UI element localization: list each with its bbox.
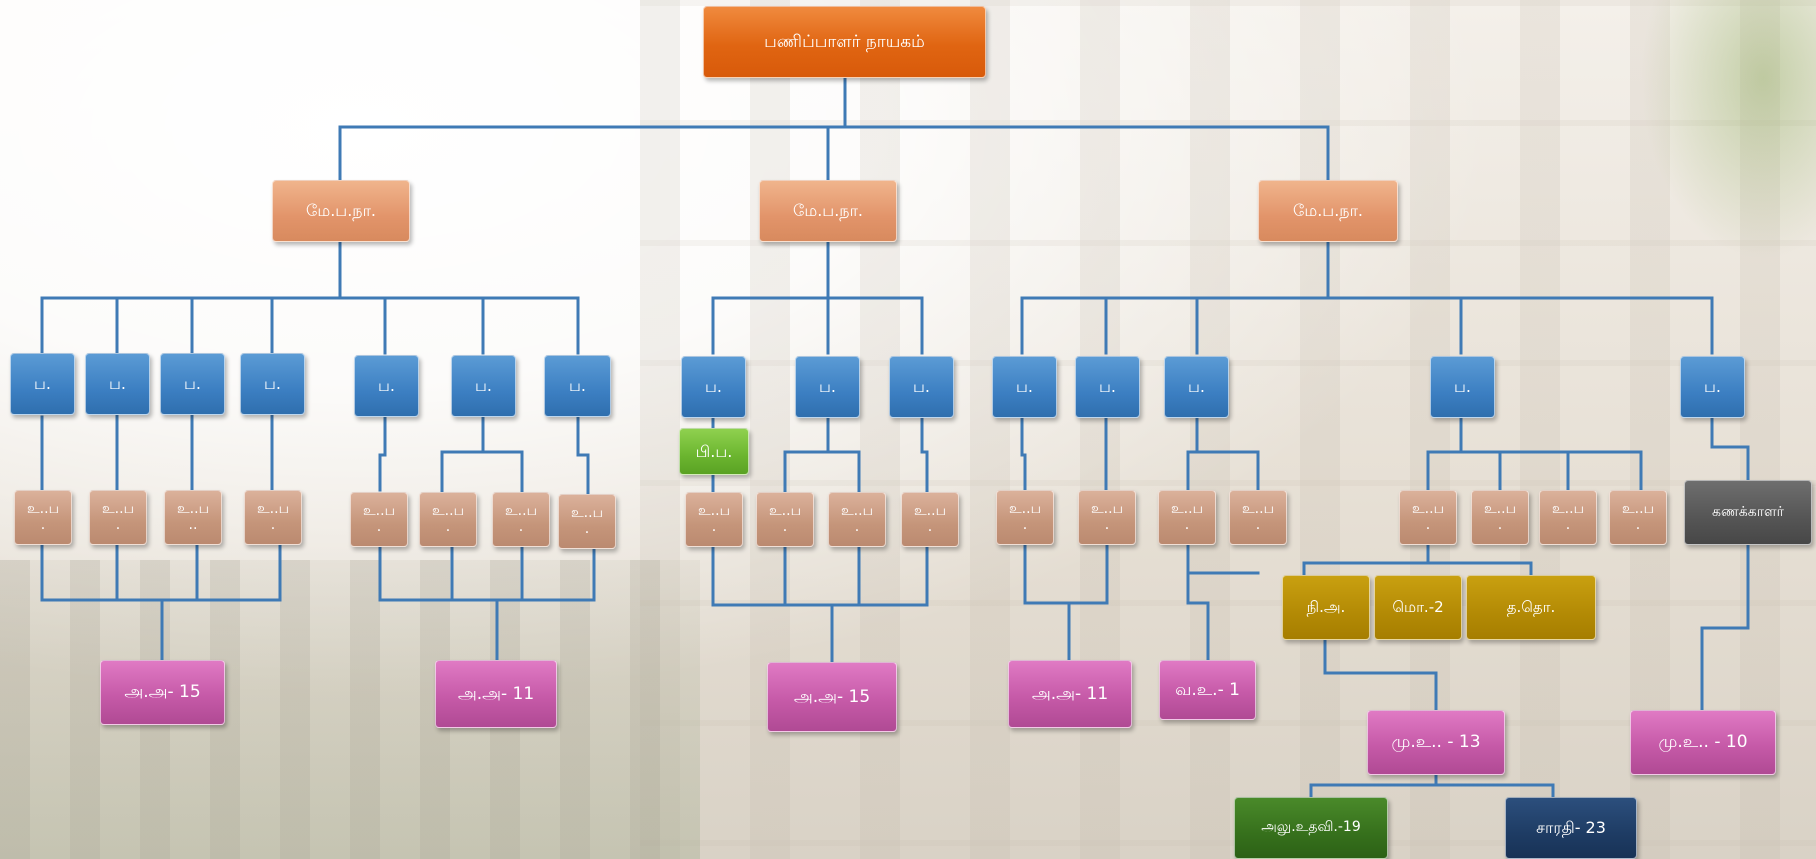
node-director: ப.	[1680, 356, 1745, 418]
node-director: ப.	[354, 355, 419, 417]
node-assistant-director: உ..ப .	[558, 494, 616, 549]
node-assistant-director: உ..ப .	[244, 490, 302, 545]
node-assistant-director: உ..ப .	[1158, 490, 1216, 545]
node-director: ப.	[1075, 356, 1140, 418]
node-aa-15-left: அ.அ- 15	[100, 660, 225, 725]
node-director: ப.	[85, 353, 150, 415]
node-vau-1: வ.உ.- 1	[1159, 660, 1256, 720]
node-mo2: மொ.-2	[1374, 575, 1462, 640]
node-assistant-director: உ..ப .	[901, 492, 959, 547]
node-assistant-director: உ..ப .	[1609, 490, 1667, 545]
node-director: ப.	[992, 356, 1057, 418]
node-aa-11-left: அ.அ- 11	[435, 660, 557, 728]
node-muu-13: மு.உ.. - 13	[1367, 710, 1505, 775]
node-director: ப.	[681, 356, 746, 418]
node-assistant-director: உ..ப .	[89, 490, 147, 545]
node-assistant-director: உ..ப .	[1539, 490, 1597, 545]
node-assistant-director: உ..ப .	[419, 492, 477, 547]
node-assistant-director: உ..ப .	[1229, 490, 1287, 545]
node-assistant-director: உ..ப .	[1399, 490, 1457, 545]
node-assistant-director: உ..ப ..	[164, 490, 222, 545]
node-assistant-director: உ..ப .	[996, 490, 1054, 545]
node-assistant-director: உ..ப .	[828, 492, 886, 547]
node-muu-10: மு.உ.. - 10	[1630, 710, 1776, 775]
node-assistant-director: உ..ப .	[756, 492, 814, 547]
node-assistant-director: உ..ப .	[1078, 490, 1136, 545]
node-director: ப.	[160, 353, 225, 415]
node-office-assistant: அலு.உதவி.-19	[1234, 797, 1388, 859]
node-director: ப.	[10, 353, 75, 415]
node-deputy-head: பி.ப.	[679, 428, 749, 475]
node-director-general: பணிப்பாளர் நாயகம்	[703, 6, 986, 78]
node-deputy-director-left: மே.ப.நா.	[272, 180, 410, 242]
node-tatho: த.தொ.	[1466, 575, 1596, 640]
node-assistant-director: உ..ப .	[14, 490, 72, 545]
node-aa-15-middle: அ.அ- 15	[767, 662, 897, 732]
node-director: ப.	[1164, 356, 1229, 418]
node-assistant-director: உ..ப .	[350, 492, 408, 547]
node-assistant-director: உ..ப .	[492, 492, 550, 547]
node-deputy-director-right: மே.ப.நா.	[1258, 180, 1398, 242]
node-director: ப.	[240, 353, 305, 415]
node-accountant: கணக்காளர்	[1684, 480, 1812, 545]
node-ni-a: நி.அ.	[1282, 575, 1370, 640]
node-assistant-director: உ..ப .	[685, 492, 743, 547]
node-director: ப.	[451, 355, 516, 417]
node-director: ப.	[889, 356, 954, 418]
node-driver: சாரதி- 23	[1505, 797, 1637, 859]
node-assistant-director: உ..ப .	[1471, 490, 1529, 545]
node-aa-11-right: அ.அ- 11	[1008, 660, 1132, 728]
node-director: ப.	[1430, 356, 1495, 418]
background-tree	[1640, 0, 1816, 260]
node-director: ப.	[795, 356, 860, 418]
node-deputy-director-middle: மே.ப.நா.	[759, 180, 897, 242]
node-director: ப.	[544, 355, 611, 417]
